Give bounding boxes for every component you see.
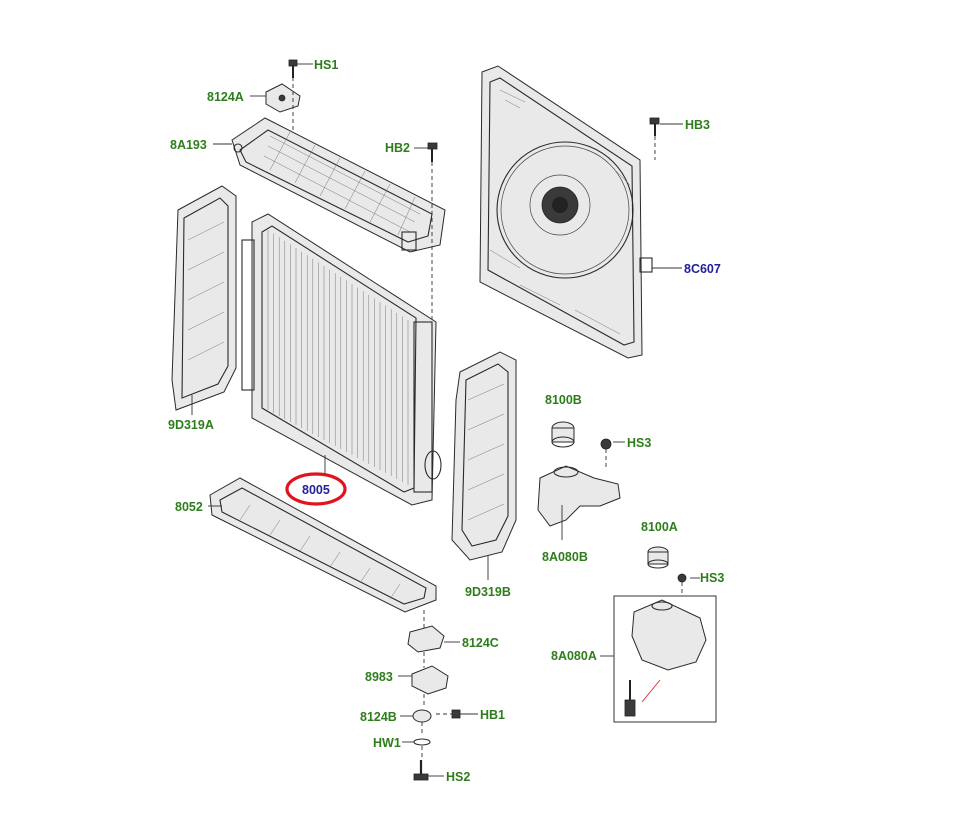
radiator-core xyxy=(241,213,442,506)
label-8100a: 8100A xyxy=(641,520,678,534)
expansion-tank-b xyxy=(537,421,621,540)
label-8a080a: 8A080A xyxy=(551,649,597,663)
part-labels: HS1 8124A 8A193 HB2 HB3 8C607 9D319A 800… xyxy=(168,58,724,784)
label-8124a: 8124A xyxy=(207,90,244,104)
leader-lines xyxy=(208,63,700,777)
label-9d319b: 9D319B xyxy=(465,585,511,599)
bolt-hb2 xyxy=(427,142,438,320)
label-hs2: HS2 xyxy=(446,770,470,784)
label-8a193: 8A193 xyxy=(170,138,207,152)
lower-radiator-support xyxy=(209,477,437,628)
upper-radiator-support xyxy=(231,117,446,253)
label-8100b: 8100B xyxy=(545,393,582,407)
bracket-8124a xyxy=(265,70,301,130)
label-8052: 8052 xyxy=(175,500,203,514)
bolt-hs1 xyxy=(288,59,298,78)
label-8124b: 8124B xyxy=(360,710,397,724)
label-8a080b: 8A080B xyxy=(542,550,588,564)
label-hs3-lower: HS3 xyxy=(700,571,724,585)
label-8983: 8983 xyxy=(365,670,393,684)
label-8005: 8005 xyxy=(302,483,330,497)
label-9d319a: 9D319A xyxy=(168,418,214,432)
label-hs3-upper: HS3 xyxy=(627,436,651,450)
label-8124c: 8124C xyxy=(462,636,499,650)
bolt-hb3 xyxy=(649,117,660,160)
highlight-circle xyxy=(285,472,347,506)
expansion-tank-a xyxy=(613,546,717,723)
air-deflector-right xyxy=(451,351,517,580)
fan-shroud xyxy=(479,65,653,359)
mount-stack xyxy=(407,625,461,781)
label-hs1: HS1 xyxy=(314,58,338,72)
label-hb1: HB1 xyxy=(480,708,505,722)
label-hb2: HB2 xyxy=(385,141,410,155)
label-8c607: 8C607 xyxy=(684,262,721,276)
label-hw1: HW1 xyxy=(373,736,401,750)
air-deflector-left xyxy=(171,185,237,415)
label-hb3: HB3 xyxy=(685,118,710,132)
